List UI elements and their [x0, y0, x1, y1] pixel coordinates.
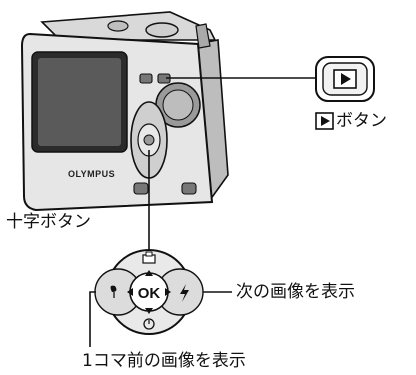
- play-icon: [315, 112, 334, 130]
- camera-bottom-button-left: [133, 182, 149, 195]
- zoom-dial: [155, 82, 201, 128]
- lcd-screen: [31, 51, 128, 153]
- camera-small-button-1: [139, 73, 153, 84]
- arrow-right-icon: [165, 288, 171, 296]
- playback-button-callout: [315, 56, 375, 102]
- cross-button-label: 十字ボタン: [6, 212, 91, 232]
- playback-button-label: ボタン: [336, 111, 387, 131]
- ok-button-label: OK: [138, 285, 161, 302]
- arrow-up-icon: [145, 270, 153, 276]
- arrow-left-icon: [127, 288, 133, 296]
- macro-icon: [110, 285, 117, 298]
- leader-line-prev: [89, 291, 96, 347]
- flash-icon: [180, 284, 189, 302]
- camera-dpad: [130, 101, 168, 179]
- brand-logo: OLYMPUS: [68, 169, 115, 179]
- self-timer-icon: [143, 318, 155, 330]
- prev-image-label: 1コマ前の画像を表示: [82, 351, 246, 371]
- camera-bottom-button-right: [181, 182, 197, 195]
- arrow-down-icon: [145, 308, 153, 314]
- play-icon: [341, 73, 351, 85]
- cross-button-enlarged: OK: [94, 249, 204, 335]
- print-icon: [142, 251, 156, 264]
- next-image-label: 次の画像を表示: [236, 282, 355, 302]
